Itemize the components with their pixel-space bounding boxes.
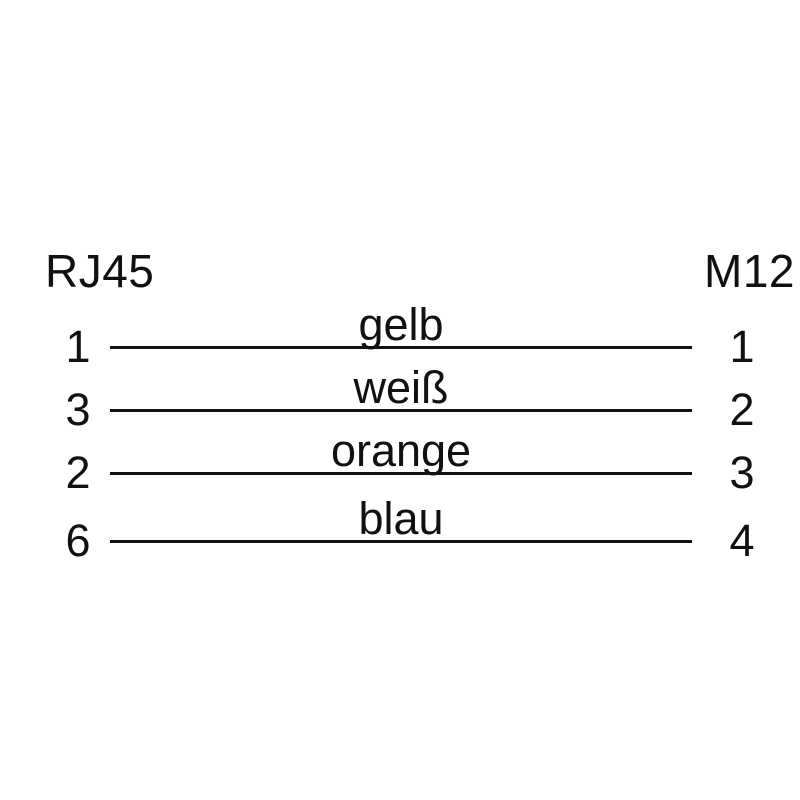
- wire-row: 1 gelb 1: [0, 302, 800, 379]
- right-pin-number: 2: [729, 384, 755, 435]
- wire-color-label: blau: [358, 493, 444, 544]
- wire-connection-line: [110, 472, 692, 475]
- wire-connection-line: [110, 409, 692, 412]
- wire-row: 2 orange 3: [0, 428, 800, 505]
- wire-connection-line: [110, 346, 692, 349]
- left-pin-number: 3: [65, 384, 91, 435]
- right-pin-number: 4: [729, 515, 755, 566]
- wire-color-label: gelb: [358, 299, 444, 350]
- right-connector-heading: M12: [704, 245, 795, 297]
- left-pin-number: 1: [65, 321, 91, 372]
- wire-color-label: weiß: [353, 362, 449, 413]
- left-pin-number: 2: [65, 447, 91, 498]
- left-connector-heading: RJ45: [45, 245, 155, 297]
- right-pin-number: 1: [729, 321, 755, 372]
- wire-color-label: orange: [330, 425, 472, 476]
- left-pin-number: 6: [65, 515, 91, 566]
- wire-row: 6 blau 4: [0, 496, 800, 573]
- right-pin-number: 3: [729, 447, 755, 498]
- wire-connection-line: [110, 540, 692, 543]
- wire-row: 3 weiß 2: [0, 365, 800, 442]
